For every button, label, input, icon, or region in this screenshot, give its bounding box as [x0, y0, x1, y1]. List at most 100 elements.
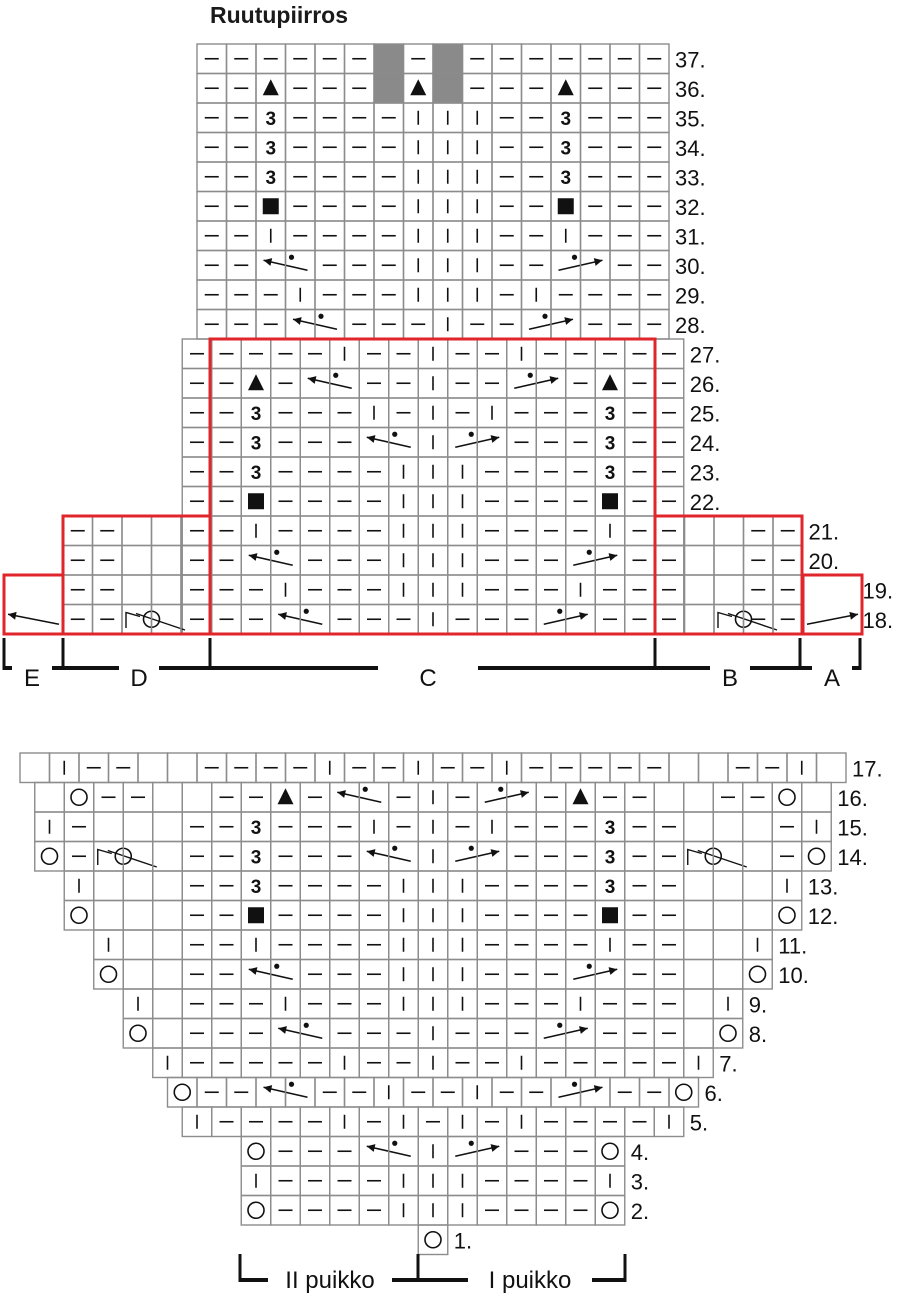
grid-cell	[683, 929, 714, 961]
grid-cell	[299, 603, 331, 635]
needle-label-bg	[268, 1272, 392, 1288]
grid-cell	[152, 988, 183, 1020]
grid-cell	[742, 870, 773, 902]
grid-cell	[93, 958, 124, 990]
grid-cell	[713, 515, 745, 547]
circle-icon	[173, 1083, 192, 1102]
grid-cell	[668, 1076, 700, 1108]
grid-cell	[683, 603, 715, 635]
circle-icon	[807, 847, 826, 866]
grid-cell	[240, 1194, 272, 1226]
circle-icon	[748, 965, 767, 984]
grid-cell	[93, 870, 124, 902]
filled-triangle-icon	[410, 79, 427, 96]
arrow-head	[564, 317, 573, 325]
grid-cell	[240, 958, 272, 990]
grid-cell	[535, 367, 567, 399]
row-number: 25.	[690, 402, 721, 427]
arrow-head	[520, 790, 529, 798]
grid-cell	[712, 870, 744, 902]
grid-cell	[270, 958, 301, 990]
row-number: 2.	[631, 1199, 649, 1224]
grid-cell	[314, 308, 346, 340]
grid-cell	[476, 1135, 508, 1167]
grid-cell	[815, 752, 847, 784]
circle-icon	[247, 1142, 265, 1161]
grid-cell	[712, 811, 744, 843]
section-label-bg	[710, 662, 750, 674]
grid-cell	[3, 574, 64, 635]
arrow-dot	[468, 431, 474, 437]
circle-icon	[70, 906, 88, 925]
arrow-dot	[303, 608, 309, 614]
grid-cell	[122, 958, 154, 990]
grid-cell	[152, 929, 183, 961]
grid-cell	[150, 544, 182, 576]
arrow-head	[366, 849, 376, 857]
grid-cell	[697, 752, 729, 784]
circle-icon	[601, 1201, 619, 1220]
grid-cell	[121, 515, 153, 547]
arrow-head	[278, 612, 287, 620]
arrow-dot	[362, 786, 368, 792]
grid-cell	[329, 367, 360, 399]
row-number: 27.	[690, 343, 721, 368]
grid-cell	[506, 367, 537, 399]
grid-cell	[771, 899, 803, 931]
arrow-head	[608, 967, 618, 975]
grid-cell	[122, 899, 154, 931]
section-label-bg	[119, 662, 159, 674]
grid-cell	[447, 1135, 478, 1167]
grid-cell	[122, 870, 154, 902]
arrow-head	[263, 258, 273, 266]
gray-cell	[374, 44, 403, 73]
grid-cell	[166, 752, 198, 784]
grid-cell	[388, 840, 419, 872]
grid-cell	[152, 781, 183, 813]
needle-label: I puikko	[489, 1267, 572, 1294]
filled-triangle-icon	[262, 79, 279, 96]
grid-cell	[122, 811, 154, 843]
row-number: 13.	[808, 875, 839, 900]
row-number: 29.	[675, 284, 706, 309]
row-number: 12.	[808, 904, 839, 929]
grid-cell	[152, 811, 183, 843]
row-number: 17.	[852, 757, 883, 782]
row-number: 16.	[837, 786, 868, 811]
grid-cell	[742, 899, 773, 931]
arrow-dot	[288, 1081, 295, 1087]
grid-cell	[594, 1135, 626, 1167]
grid-cell	[535, 1017, 567, 1049]
grid-cell	[579, 249, 611, 281]
arrow-shaft	[806, 613, 859, 626]
arrow-head	[366, 1144, 376, 1152]
grid-cell	[122, 1017, 154, 1049]
filled-square-icon	[557, 198, 574, 215]
slash-hook	[687, 848, 702, 865]
grid-cell	[550, 308, 582, 340]
filled-triangle-icon	[557, 79, 574, 96]
grid-cell	[122, 929, 154, 961]
digit-three: 3	[605, 818, 616, 839]
digit-three: 3	[265, 138, 276, 159]
row-number: 3.	[631, 1170, 649, 1195]
arrow-head	[248, 553, 258, 561]
arrow-dot	[468, 845, 474, 851]
grid-cell	[506, 781, 537, 813]
grid-cell	[255, 249, 287, 281]
arrow-head	[593, 258, 603, 266]
grid-cell	[713, 574, 745, 606]
grid-cell	[594, 544, 626, 576]
digit-three: 3	[251, 877, 262, 898]
grid-cell	[683, 988, 714, 1020]
grid-cell	[683, 781, 714, 813]
grid-cell	[712, 840, 744, 872]
digit-three: 3	[605, 847, 616, 868]
filled-triangle-icon	[277, 788, 294, 805]
row-number: 32.	[675, 195, 706, 220]
grid-cell	[565, 544, 596, 576]
row-number: 18.	[863, 608, 894, 633]
grid-cell	[712, 958, 744, 990]
